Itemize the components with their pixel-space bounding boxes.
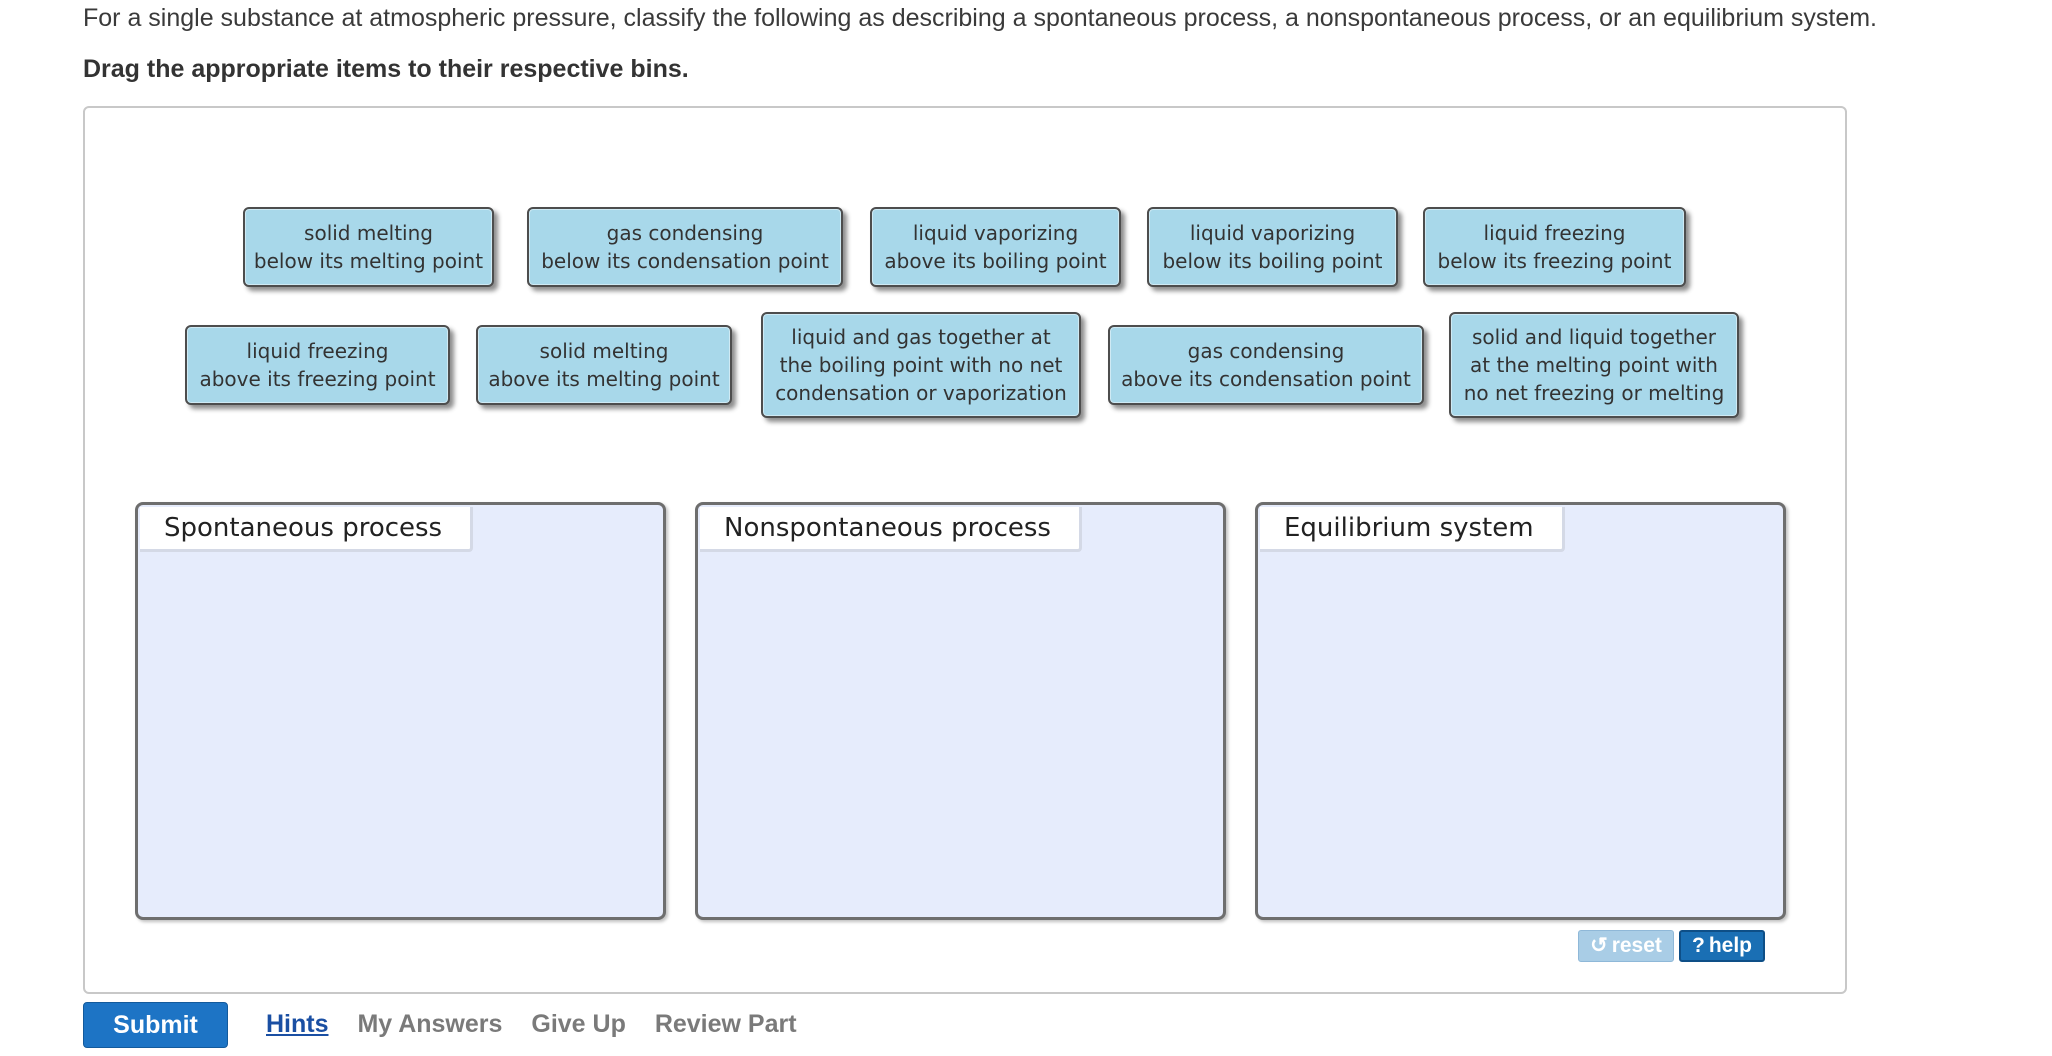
bin-label: Spontaneous process	[140, 507, 474, 552]
help-icon: ?	[1692, 934, 1705, 957]
item-line: below its boiling point	[1162, 249, 1383, 273]
item-line: liquid and gas together at	[791, 325, 1051, 349]
hints-link[interactable]: Hints	[266, 1010, 329, 1038]
reset-icon: ↺	[1590, 934, 1608, 957]
item-line: gas condensing	[606, 221, 764, 245]
draggable-item-liquid-gas-equilibrium[interactable]: liquid and gas together at the boiling p…	[761, 312, 1081, 418]
item-line: above its freezing point	[199, 367, 436, 391]
item-line: the boiling point with no net	[779, 353, 1063, 377]
item-line: liquid vaporizing	[1189, 221, 1356, 245]
item-line: liquid vaporizing	[912, 221, 1079, 245]
item-line: condensation or vaporization	[775, 381, 1067, 405]
draggable-item-liquid-vaporizing-below[interactable]: liquid vaporizing below its boiling poin…	[1147, 207, 1398, 287]
item-line: solid and liquid together	[1471, 325, 1717, 349]
draggable-item-liquid-freezing-above[interactable]: liquid freezing above its freezing point	[185, 325, 450, 405]
drag-and-drop-workspace: solid melting below its melting point ga…	[83, 106, 1847, 994]
answer-links: Hints My Answers Give Up Review Part	[266, 1010, 819, 1039]
bin-nonspontaneous-process[interactable]: Nonspontaneous process	[695, 502, 1226, 920]
submit-button[interactable]: Submit	[83, 1002, 228, 1048]
reset-button[interactable]: ↺reset	[1578, 930, 1674, 962]
bin-label: Nonspontaneous process	[700, 507, 1082, 552]
question-text: For a single substance at atmospheric pr…	[83, 4, 1878, 32]
item-line: gas condensing	[1187, 339, 1345, 363]
bin-equilibrium-system[interactable]: Equilibrium system	[1255, 502, 1786, 920]
item-line: no net freezing or melting	[1463, 381, 1725, 405]
my-answers-link[interactable]: My Answers	[357, 1010, 503, 1038]
item-line: at the melting point with	[1470, 353, 1718, 377]
help-label: help	[1708, 934, 1752, 957]
item-line: above its melting point	[488, 367, 720, 391]
draggable-item-solid-liquid-equilibrium[interactable]: solid and liquid together at the melting…	[1449, 312, 1739, 418]
item-line: liquid freezing	[246, 339, 389, 363]
draggable-item-gas-condensing-above[interactable]: gas condensing above its condensation po…	[1108, 325, 1424, 405]
item-line: solid melting	[539, 339, 669, 363]
draggable-item-liquid-freezing-below[interactable]: liquid freezing below its freezing point	[1423, 207, 1686, 287]
give-up-link[interactable]: Give Up	[531, 1010, 626, 1038]
reset-label: reset	[1611, 934, 1662, 957]
instruction-text: Drag the appropriate items to their resp…	[83, 55, 689, 83]
item-line: below its melting point	[253, 249, 484, 273]
item-line: liquid freezing	[1483, 221, 1626, 245]
item-line: solid melting	[304, 221, 433, 245]
draggable-item-solid-melting-below[interactable]: solid melting below its melting point	[243, 207, 494, 287]
draggable-item-gas-condensing-below[interactable]: gas condensing below its condensation po…	[527, 207, 843, 287]
item-line: below its condensation point	[541, 249, 829, 273]
item-line: above its condensation point	[1121, 367, 1411, 391]
draggable-item-solid-melting-above[interactable]: solid melting above its melting point	[476, 325, 732, 405]
item-line: below its freezing point	[1437, 249, 1672, 273]
bin-spontaneous-process[interactable]: Spontaneous process	[135, 502, 666, 920]
help-button[interactable]: ?help	[1679, 930, 1765, 962]
item-line: above its boiling point	[884, 249, 1107, 273]
bin-label: Equilibrium system	[1260, 507, 1565, 552]
draggable-item-liquid-vaporizing-above[interactable]: liquid vaporizing above its boiling poin…	[870, 207, 1121, 287]
review-part-link[interactable]: Review Part	[654, 1010, 797, 1038]
